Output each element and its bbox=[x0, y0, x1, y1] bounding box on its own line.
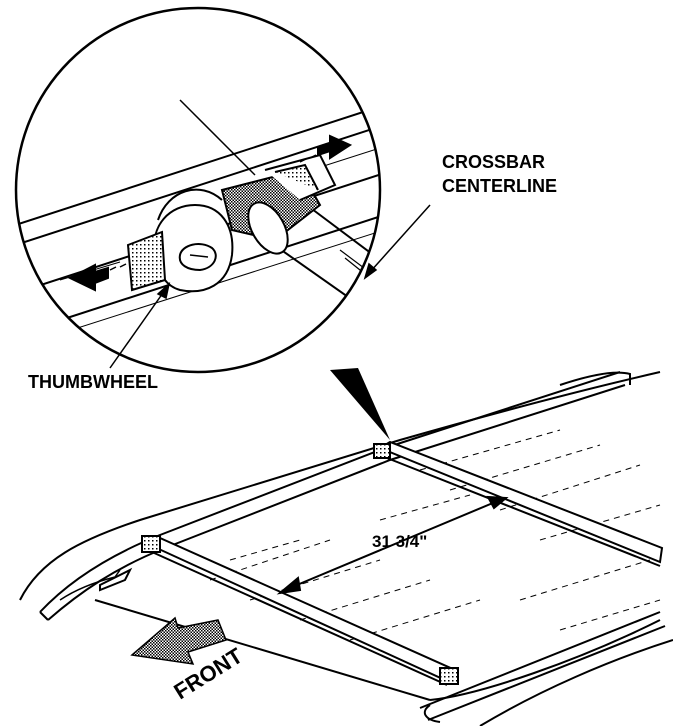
front-crossbar bbox=[141, 535, 459, 686]
left-side-rail bbox=[39, 371, 631, 621]
crossbar-centerline-label-line2: CENTERLINE bbox=[442, 176, 557, 196]
crossbar-centerline-label-line1: CROSSBAR bbox=[442, 152, 545, 172]
leader-lines bbox=[109, 204, 431, 369]
right-side-rail bbox=[419, 611, 666, 723]
detail-magnifier bbox=[14, 6, 382, 374]
front-arrow-icon bbox=[130, 616, 227, 665]
callout-pointer bbox=[330, 368, 390, 440]
rear-crossbar bbox=[373, 440, 664, 567]
dimension-arrow bbox=[276, 495, 509, 595]
thumbwheel-label: THUMBWHEEL bbox=[28, 372, 158, 392]
dimension-label: 31 3/4" bbox=[372, 532, 427, 551]
vehicle-roof bbox=[19, 371, 673, 726]
